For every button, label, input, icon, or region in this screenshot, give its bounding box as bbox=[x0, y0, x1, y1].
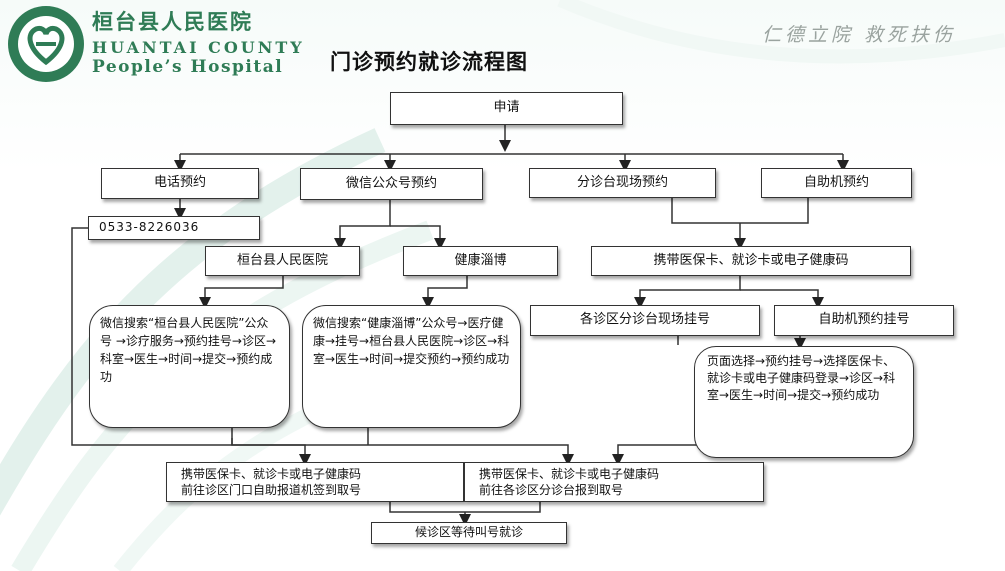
box-checkin-kiosk: 携带医保卡、就诊卡或电子健康码 前往诊区门口自助报道机签到取号 bbox=[166, 462, 464, 502]
box-hospital-wechat-steps: 微信搜索“桓台县人民医院”公众号 →诊疗服务→预约挂号→诊区→科室→医生→时间→… bbox=[89, 305, 290, 428]
health-zibo-label: 健康淄博 bbox=[454, 252, 507, 268]
onsite-register-label: 各诊区分诊台现场挂号 bbox=[579, 312, 710, 328]
hospital-name-en-line1: HUANTAI COUNTY bbox=[92, 38, 305, 57]
box-onsite-register: 各诊区分诊台现场挂号 bbox=[530, 305, 760, 336]
kiosk-register-label: 自助机预约挂号 bbox=[818, 312, 910, 328]
phone-number-label: 0533-8226036 bbox=[99, 220, 200, 235]
hospital-wechat-steps-text: 微信搜索“桓台县人民医院”公众号 →诊疗服务→预约挂号→诊区→科室→医生→时间→… bbox=[100, 316, 277, 384]
apply-label: 申请 bbox=[493, 100, 520, 116]
checkin-kiosk-line1: 携带医保卡、就诊卡或电子健康码 bbox=[181, 467, 362, 481]
box-wechat-booking: 微信公众号预约 bbox=[300, 168, 483, 200]
hospital-logo-icon bbox=[8, 6, 84, 82]
zibo-wechat-steps-text: 微信搜索“健康淄博”公众号→医疗健康→挂号→桓台县人民医院→诊区→科室→医生→时… bbox=[313, 316, 510, 366]
wechat-booking-label: 微信公众号预约 bbox=[345, 175, 437, 191]
box-phone-booking: 电话预约 bbox=[101, 168, 259, 199]
box-kiosk-register: 自助机预约挂号 bbox=[774, 305, 954, 336]
kiosk-booking-label: 自助机预约 bbox=[803, 174, 869, 190]
hospital-name-cn: 桓台县人民医院 bbox=[92, 9, 253, 34]
checkin-kiosk-line2: 前往诊区门口自助报道机签到取号 bbox=[181, 483, 362, 497]
kiosk-steps-text: 页面选择→预约挂号→选择医保卡、就诊卡或电子健康码登录→诊区→科室→医生→时间→… bbox=[707, 354, 896, 402]
box-bring-cards: 携带医保卡、就诊卡或电子健康码 bbox=[591, 246, 911, 276]
box-onsite-booking: 分诊台现场预约 bbox=[529, 168, 716, 198]
hospital-account-label: 桓台县人民医院 bbox=[236, 252, 328, 268]
box-phone-number: 0533-8226036 bbox=[88, 216, 260, 240]
box-hospital-account: 桓台县人民医院 bbox=[205, 246, 360, 276]
box-checkin-desk: 携带医保卡、就诊卡或电子健康码 前往各诊区分诊台报到取号 bbox=[464, 462, 764, 502]
box-health-zibo: 健康淄博 bbox=[403, 246, 558, 276]
wait-call-label: 候诊区等待叫号就诊 bbox=[414, 525, 523, 540]
bring-cards-label: 携带医保卡、就诊卡或电子健康码 bbox=[653, 252, 849, 268]
onsite-booking-label: 分诊台现场预约 bbox=[576, 174, 668, 190]
checkin-desk-line1: 携带医保卡、就诊卡或电子健康码 bbox=[479, 467, 660, 481]
page-title: 门诊预约就诊流程图 bbox=[330, 50, 528, 74]
hospital-name-en-line2: People’s Hospital bbox=[92, 57, 284, 77]
phone-booking-label: 电话预约 bbox=[153, 175, 206, 191]
box-kiosk-booking: 自助机预约 bbox=[761, 168, 912, 198]
box-wait-call: 候诊区等待叫号就诊 bbox=[371, 522, 567, 544]
box-apply: 申请 bbox=[390, 92, 623, 125]
checkin-desk-line2: 前往各诊区分诊台报到取号 bbox=[479, 483, 624, 497]
box-zibo-wechat-steps: 微信搜索“健康淄博”公众号→医疗健康→挂号→桓台县人民医院→诊区→科室→医生→时… bbox=[302, 305, 521, 428]
box-kiosk-steps: 页面选择→预约挂号→选择医保卡、就诊卡或电子健康码登录→诊区→科室→医生→时间→… bbox=[694, 346, 914, 458]
hospital-slogan: 仁德立院 救死扶伤 bbox=[762, 24, 957, 46]
